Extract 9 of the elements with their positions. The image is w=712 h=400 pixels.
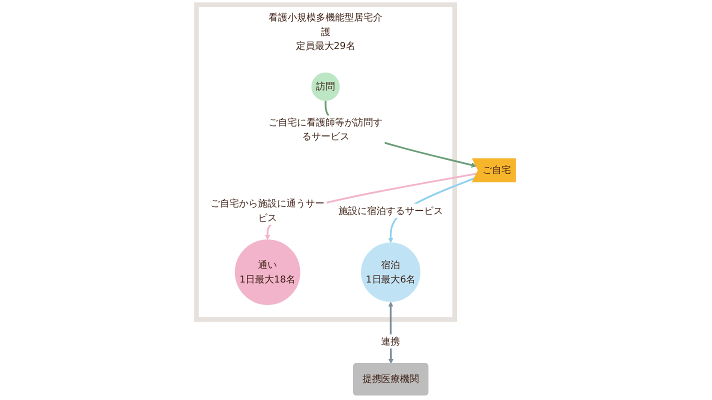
arrow <box>388 302 394 364</box>
node-circle: 通い 1日最大18名 <box>234 240 300 305</box>
arrow <box>264 172 478 240</box>
edge-label: 連携 <box>381 335 400 347</box>
edge-label: ご自宅に看護師等が訪問するサービス <box>268 116 382 142</box>
edge-label: 施設に宿泊するサービス <box>338 204 443 216</box>
edge-label: ご自宅から施設に通うサービス <box>210 198 324 224</box>
node-circle: 宿泊 1日最大6名 <box>361 242 420 302</box>
node-circle: 訪問 <box>311 72 340 101</box>
